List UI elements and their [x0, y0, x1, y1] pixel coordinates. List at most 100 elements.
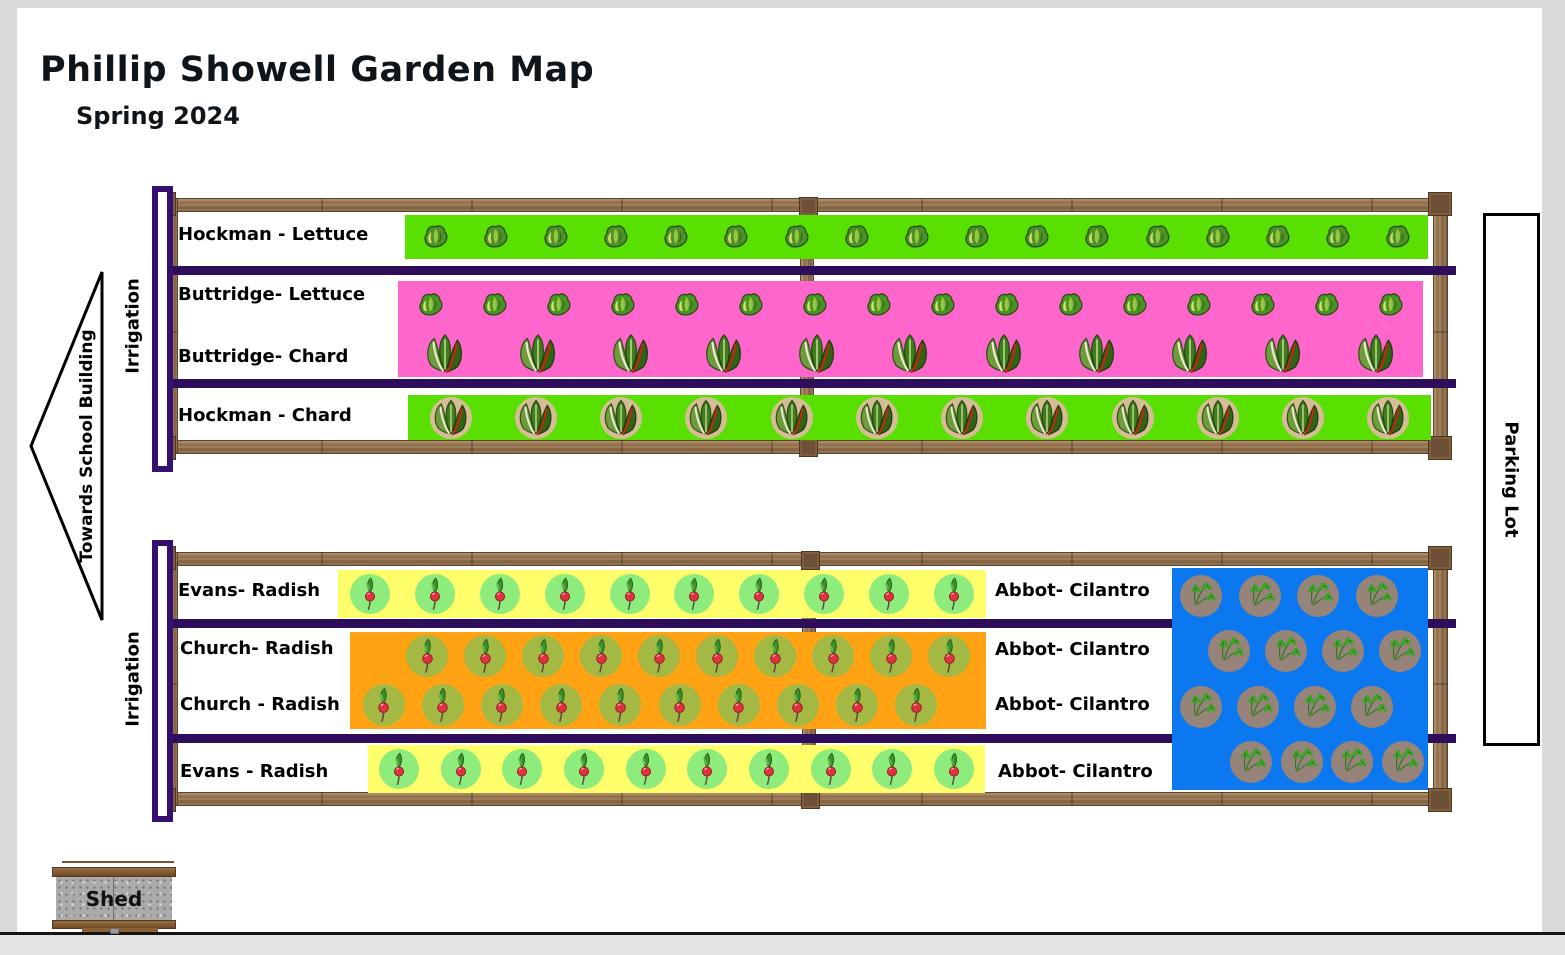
chard-icon: [941, 396, 984, 439]
shed-divider: [113, 877, 114, 921]
radish-icon: [933, 574, 974, 614]
radish-icon: [544, 574, 585, 614]
radish-icon: [638, 635, 680, 678]
chard-icon: [422, 333, 468, 374]
lettuce-icon: [1023, 224, 1050, 250]
garden-title: Phillip Showell Garden Map: [40, 50, 595, 90]
chard-icon: [981, 333, 1027, 374]
radish-icon: [502, 749, 543, 789]
parking-lot: Parking Lot: [1483, 213, 1540, 746]
cilantro-icon: [1207, 630, 1250, 673]
radish-icon: [658, 683, 701, 726]
row-label-hockman-lettuce: Hockman - Lettuce: [178, 224, 369, 245]
row-label-abbot-cilantro-2: Abbot- Cilantro: [995, 639, 1150, 660]
planting-strip-hockman-chard: [408, 395, 1431, 440]
cilantro-icon: [1297, 574, 1340, 617]
radish-icon: [406, 635, 448, 678]
radish-icon: [540, 683, 583, 726]
lettuce-icon: [482, 224, 509, 250]
radish-icon: [836, 683, 879, 726]
lettuce-icon: [865, 292, 892, 318]
cilantro-icon: [1230, 741, 1273, 784]
lettuce-icon: [609, 292, 636, 318]
radish-icon: [599, 683, 642, 726]
chard-icon: [1367, 396, 1410, 439]
row-label-church-radish-2: Church - Radish: [180, 694, 340, 715]
cilantro-icon: [1381, 741, 1424, 784]
chard-icon: [1167, 333, 1213, 374]
lettuce-icon: [545, 292, 572, 318]
lettuce-icon: [737, 292, 764, 318]
radish-icon: [872, 749, 913, 789]
chard-icon: [1260, 333, 1306, 374]
row-label-buttridge-chard: Buttridge- Chard: [178, 346, 349, 367]
plant-row-buttridge-lettuce: [398, 281, 1423, 329]
lettuce-icon: [602, 224, 629, 250]
post-knot: [799, 438, 818, 457]
chard-icon: [514, 396, 557, 439]
radish-icon: [754, 635, 796, 678]
ground-line: [0, 932, 1565, 935]
row-label-hockman-chard: Hockman - Chard: [178, 405, 352, 426]
corner-knot: [1428, 436, 1452, 460]
radish-icon: [870, 635, 912, 678]
chard-icon: [1196, 396, 1239, 439]
plant-row-cilantro-2: [1172, 624, 1428, 680]
radish-icon: [717, 683, 760, 726]
radish-icon: [522, 635, 564, 678]
towards-school-label: Towards School Building: [77, 329, 97, 563]
lettuce-icon: [1249, 292, 1276, 318]
lettuce-icon: [843, 224, 870, 250]
chard-icon: [685, 396, 728, 439]
plant-row-church-radish-1: [350, 632, 986, 681]
chard-icon: [794, 333, 840, 374]
radish-icon: [776, 683, 819, 726]
plant-row-cilantro-4: [1172, 735, 1428, 791]
radish-icon: [421, 683, 464, 726]
lettuce-icon: [1144, 224, 1171, 250]
irrigation-line: [172, 619, 1456, 628]
towards-school-arrow: [29, 271, 104, 621]
plant-row-buttridge-chard: [398, 329, 1423, 377]
lettuce-icon: [481, 292, 508, 318]
planting-strip-church-radish: [350, 632, 986, 729]
radish-icon: [609, 574, 650, 614]
row-label-evans-radish-bottom: Evans - Radish: [180, 761, 329, 782]
cilantro-icon: [1179, 685, 1222, 728]
cilantro-icon: [1280, 741, 1323, 784]
shed-top-rail: [52, 867, 176, 877]
cilantro-icon: [1321, 630, 1364, 673]
lettuce-icon: [1083, 224, 1110, 250]
planting-patch-abbot-cilantro: [1172, 568, 1428, 790]
row-label-evans-radish-top: Evans- Radish: [178, 580, 321, 601]
planting-strip-evans-radish-bottom: [368, 745, 985, 793]
radish-icon: [895, 683, 938, 726]
radish-icon: [748, 749, 789, 789]
post-knot: [799, 197, 818, 216]
radish-icon: [928, 635, 970, 678]
radish-icon: [810, 749, 851, 789]
lettuce-icon: [1121, 292, 1148, 318]
chard-icon: [429, 396, 472, 439]
corner-knot: [1428, 546, 1452, 570]
chard-icon: [855, 396, 898, 439]
corner-knot: [1428, 788, 1452, 812]
radish-icon: [563, 749, 604, 789]
chard-icon: [515, 333, 561, 374]
lettuce-icon: [542, 224, 569, 250]
chard-icon: [1026, 396, 1069, 439]
planting-strip-evans-radish-top: [338, 570, 986, 618]
irrigation-manifold-bottom: [152, 540, 173, 822]
chard-icon: [1353, 333, 1399, 374]
lettuce-icon: [903, 224, 930, 250]
bottom-bed-right-rail: [1433, 552, 1448, 806]
irrigation-manifold-top: [152, 186, 173, 472]
radish-icon: [480, 683, 523, 726]
chard-icon: [1282, 396, 1325, 439]
cilantro-icon: [1350, 685, 1393, 728]
irrigation-line: [172, 734, 1456, 743]
lettuce-icon: [783, 224, 810, 250]
plant-row-church-radish-2: [350, 681, 986, 730]
lettuce-icon: [929, 292, 956, 318]
